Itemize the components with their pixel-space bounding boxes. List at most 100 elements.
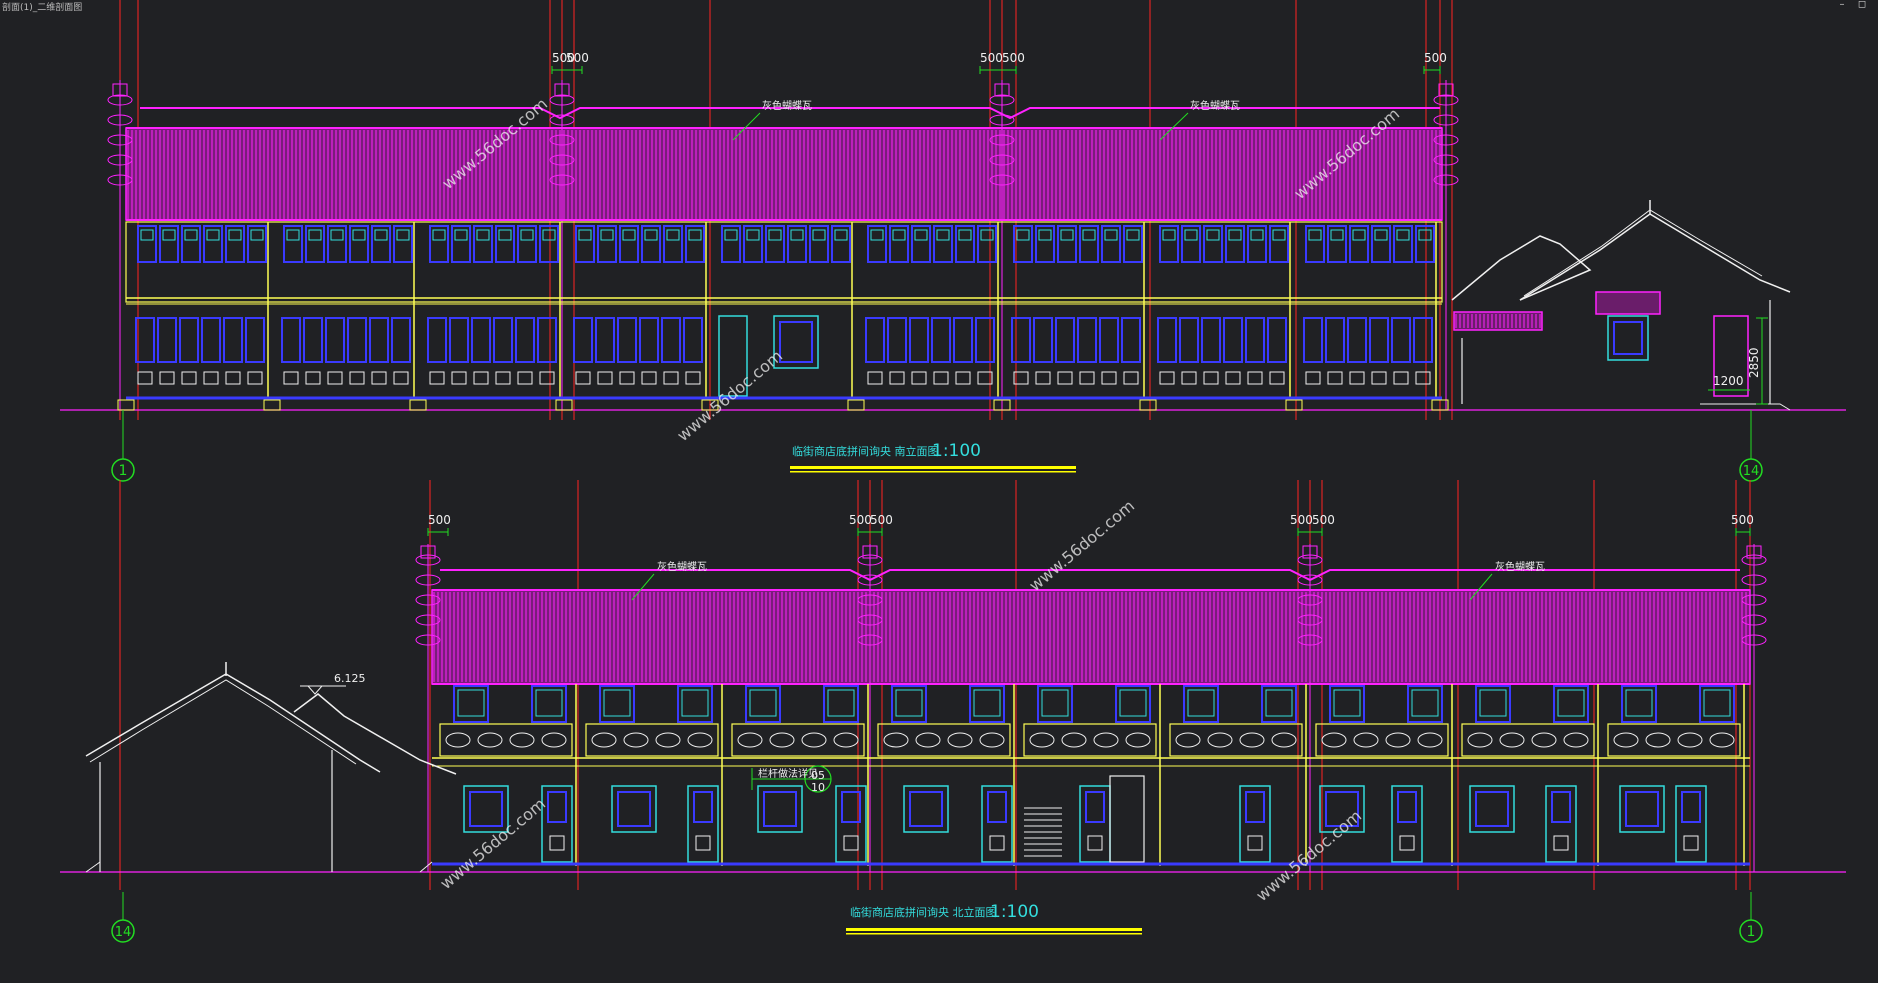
north-upper-window-pane [1479,689,1507,717]
north-upper-window-pane [1625,689,1653,717]
railing-ornament [687,732,713,748]
minimize-icon[interactable]: – [1839,0,1845,10]
north-window-pane [1325,791,1359,827]
upper-window [247,225,267,263]
north-door [1675,785,1707,863]
north-door [1391,785,1423,863]
north-upper-window-pane [1119,689,1147,717]
railing-ornament [445,732,471,748]
restore-icon[interactable]: ◻ [1857,0,1867,10]
upper-window [1225,225,1245,263]
upper-window-pane [1060,229,1074,241]
window-title: 剖面(1)_二维剖面图 [2,3,83,13]
north-upper-window [1475,685,1511,723]
caption-underline-thin [846,933,1142,935]
upper-window [977,225,997,263]
balcony-railing [1315,723,1449,757]
watermark: www.56doc.com [436,794,549,893]
side-roof-2 [1519,213,1791,301]
north-upper-window-pane [1187,689,1215,717]
north-door [981,785,1013,863]
upper-window [663,225,683,263]
upper-window-pane [746,229,760,241]
shop-window [157,317,177,363]
north-upper-window-pane [681,689,709,717]
upper-window [743,225,763,263]
upper-window [1013,225,1033,263]
north-upper-window-pane [827,689,855,717]
balcony-railing [439,723,573,757]
shop-panel [1123,371,1139,385]
railing-ornament [883,732,909,748]
side-roof-1 [1451,235,1592,301]
upper-window [955,225,975,263]
north-roof-note-1: 灰色蝴蝶瓦 [657,560,707,573]
entry-door [1109,775,1145,863]
north-door-panel [1683,835,1699,851]
railing-ornament [947,732,973,748]
shop-panel [955,371,971,385]
shop-window [391,317,411,363]
shop-panel [1079,371,1095,385]
shop-window [281,317,301,363]
south-roof-note-2: 灰色蝴蝶瓦 [1190,99,1240,112]
north-upper-window [453,685,489,723]
shop-panel [977,371,993,385]
north-roof-note-2: 灰色蝴蝶瓦 [1495,560,1545,573]
north-door-panel [843,835,859,851]
north-upper-window [891,685,927,723]
north-door-panel [1087,835,1103,851]
south-dim-3: 500 [980,51,1003,65]
south-dim-4: 500 [1002,51,1025,65]
upper-window [1159,225,1179,263]
shop-panel [451,371,467,385]
north-window-pane [1475,791,1509,827]
balcony-railing [731,723,865,757]
railing-ornament [1385,732,1411,748]
north-upper-window-pane [1265,689,1293,717]
gable-roof-1 [85,673,381,773]
balcony-railing [1461,723,1595,757]
south-window-pane [779,321,813,363]
upper-window [539,225,559,263]
shop-window [303,317,323,363]
railing-ornament [769,732,795,748]
shop-window [471,317,491,363]
side-window-pane [1613,321,1643,355]
south-window [773,315,819,369]
north-door-pane [547,791,567,823]
north-upper-window-pane [535,689,563,717]
upper-window-pane [352,229,366,241]
shop-panel [283,371,299,385]
shop-window [179,317,199,363]
upper-window [349,225,369,263]
shop-window [1267,317,1287,363]
north-upper-window [1183,685,1219,723]
upper-window [1181,225,1201,263]
balcony-railing [877,723,1011,757]
upper-window-pane [1272,229,1286,241]
column-base [263,399,281,411]
north-upper-window [531,685,567,723]
south-caption: 临街商店底拼间询央 南立面图 [792,444,939,458]
shop-panel [305,371,321,385]
shop-panel [1159,371,1175,385]
north-door [687,785,719,863]
upper-window [575,225,595,263]
north-door-pane [1085,791,1105,823]
north-door-panel [989,835,1005,851]
north-door-panel [1247,835,1263,851]
south-door [718,315,748,397]
shop-panel [867,371,883,385]
pilaster [549,80,575,410]
railing-ornament [477,732,503,748]
upper-window-pane [622,229,636,241]
pilaster [989,80,1015,410]
upper-window-pane [666,229,680,241]
north-window-pane [617,791,651,827]
shop-window [1179,317,1199,363]
north-door-pane [841,791,861,823]
shop-window [683,317,703,363]
leader-line [1469,573,1493,601]
